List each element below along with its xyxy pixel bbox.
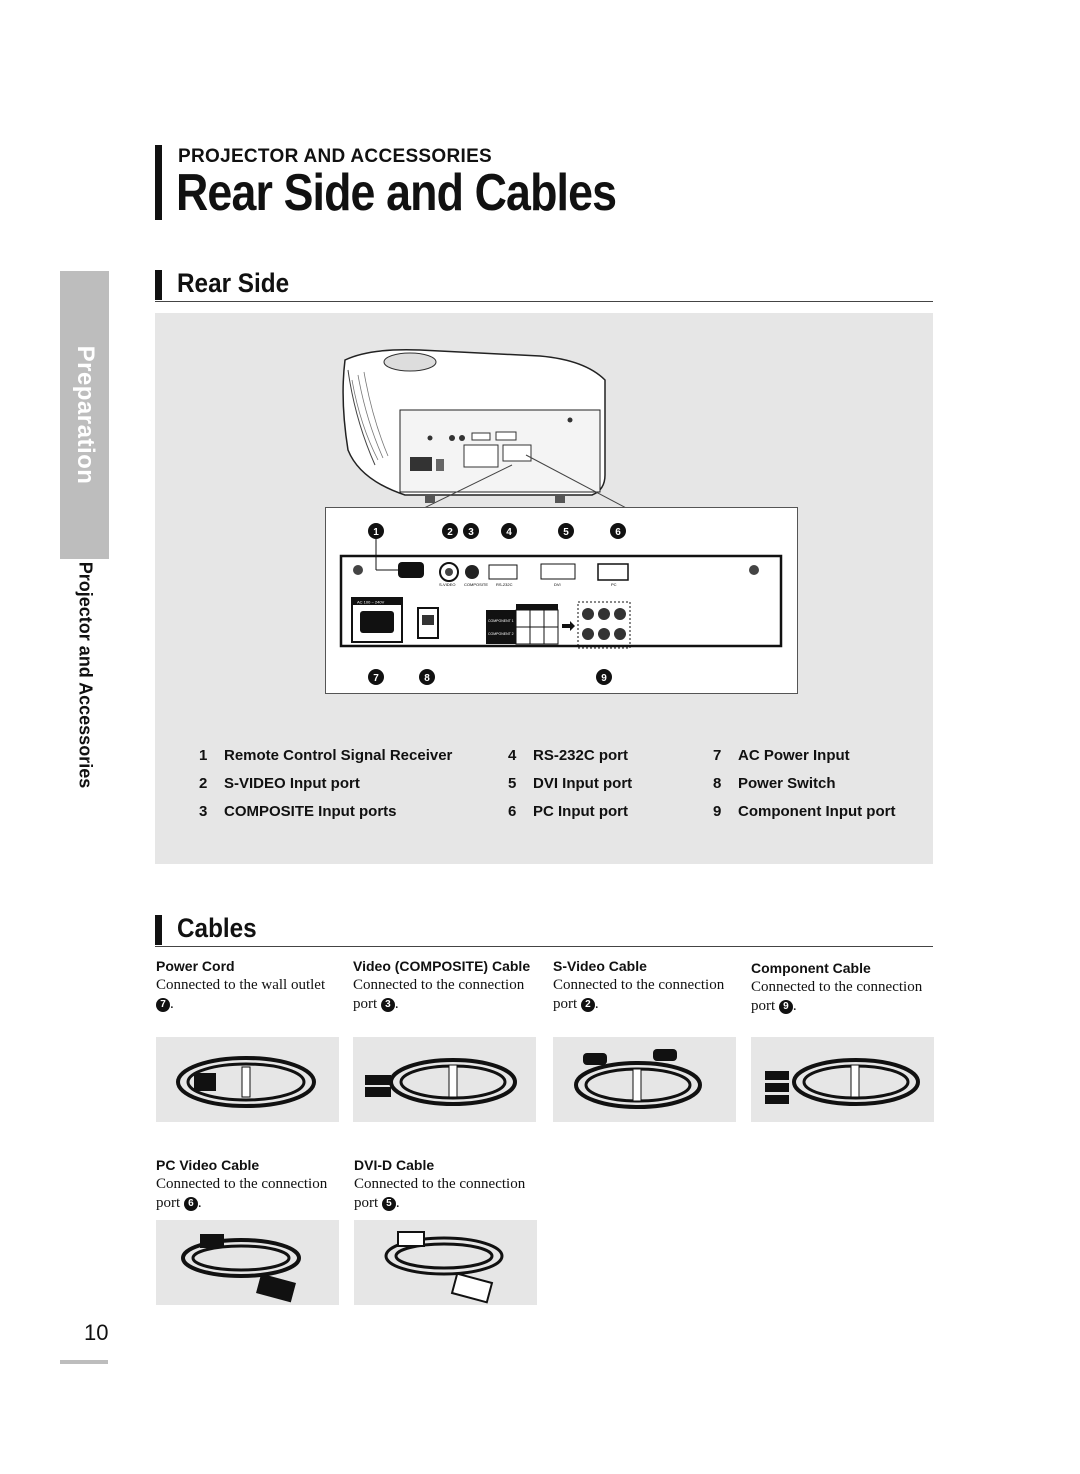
heading-rule bbox=[155, 301, 933, 302]
panel-label-composite: COMPOSITE bbox=[464, 582, 488, 587]
port-badge: 9 bbox=[778, 999, 793, 1014]
cable-desc: Connected to the wall outlet 7. bbox=[156, 977, 326, 1012]
legend-label: AC Power Input bbox=[738, 747, 850, 764]
rear-side-heading: Rear Side bbox=[177, 268, 290, 298]
cables-heading: Cables bbox=[177, 913, 257, 943]
legend-num: 3 bbox=[199, 803, 208, 820]
legend-num: 6 bbox=[508, 803, 517, 820]
callout-2: 2 bbox=[447, 527, 453, 538]
legend-num: 9 bbox=[713, 803, 722, 820]
cable-desc: Connected to the connection port 5. bbox=[354, 1176, 526, 1211]
port-badge: 7 bbox=[156, 997, 170, 1012]
legend-num: 2 bbox=[199, 775, 208, 792]
port-badge: 5 bbox=[381, 1196, 396, 1211]
heading-bar bbox=[155, 915, 162, 945]
panel-label-ac: AC 100 ~ 240V bbox=[357, 600, 385, 605]
cable-title: Component Cable bbox=[751, 960, 871, 976]
callout-8: 8 bbox=[424, 673, 430, 684]
legend-label: PC Input port bbox=[533, 803, 628, 820]
panel-label-dvi: DVI bbox=[554, 582, 561, 587]
callout-7: 7 bbox=[373, 673, 379, 684]
rear-panel-diagram: S-VIDEO COMPOSITE RS-232C DVI PC AC 100 … bbox=[339, 523, 783, 685]
side-tab bbox=[60, 271, 109, 559]
legend-num: 1 bbox=[199, 747, 208, 764]
cable-title: S-Video Cable bbox=[553, 958, 647, 974]
port-badge: 3 bbox=[380, 997, 395, 1012]
power-cord-image bbox=[156, 1037, 339, 1122]
panel-label-component-2: COMPONENT 2 bbox=[488, 632, 514, 636]
legend-num: 4 bbox=[508, 747, 517, 764]
cable-title: DVI-D Cable bbox=[354, 1157, 435, 1173]
cable-desc: Connected to the connection port 2. bbox=[553, 977, 725, 1012]
legend-label: Component Input port bbox=[738, 803, 896, 820]
power-cord-icon bbox=[176, 1056, 316, 1108]
legend-label: Remote Control Signal Receiver bbox=[224, 747, 453, 764]
port-badge: 6 bbox=[183, 1196, 198, 1211]
component-cable-image bbox=[751, 1037, 934, 1122]
port-badge: 2 bbox=[580, 997, 595, 1012]
cable-title: Power Cord bbox=[156, 958, 235, 974]
cable-title: Video (COMPOSITE) Cable bbox=[353, 958, 531, 974]
callout-3: 3 bbox=[468, 527, 474, 538]
pc-video-cable-icon bbox=[181, 1234, 301, 1303]
page-rule bbox=[60, 1360, 108, 1364]
legend-num: 5 bbox=[508, 775, 517, 792]
page-number: 10 bbox=[84, 1320, 109, 1345]
svideo-cable-image bbox=[553, 1037, 736, 1122]
side-sub-label: Projector and Accessories bbox=[75, 561, 95, 789]
page-title: Rear Side and Cables bbox=[176, 164, 617, 222]
callout-6: 6 bbox=[615, 527, 621, 538]
panel-label-svideo: S-VIDEO bbox=[439, 582, 455, 587]
legend-num: 8 bbox=[713, 775, 722, 792]
component-cable-icon bbox=[765, 1058, 920, 1106]
section-label: PROJECTOR AND ACCESSORIES bbox=[178, 146, 493, 167]
dvi-cable-image bbox=[354, 1220, 537, 1305]
legend-label: DVI Input port bbox=[533, 775, 633, 792]
cable-desc: Connected to the connection port 3. bbox=[353, 977, 525, 1012]
legend-num: 7 bbox=[713, 747, 722, 764]
legend-label: S-VIDEO Input port bbox=[224, 775, 360, 792]
legend-label: Power Switch bbox=[738, 775, 836, 792]
callout-4: 4 bbox=[506, 527, 512, 538]
composite-cable-image bbox=[353, 1037, 536, 1122]
cable-title: PC Video Cable bbox=[156, 1157, 260, 1173]
callout-5: 5 bbox=[563, 527, 569, 538]
legend-label: RS-232C port bbox=[533, 747, 629, 764]
side-tab-label: Preparation bbox=[71, 345, 99, 485]
composite-cable-icon bbox=[365, 1058, 517, 1106]
callout-9: 9 bbox=[601, 673, 607, 684]
cable-desc: Connected to the connection port 9. bbox=[751, 979, 923, 1014]
svideo-cable-icon bbox=[574, 1049, 702, 1109]
heading-rule bbox=[155, 946, 933, 947]
pc-video-cable-image bbox=[156, 1220, 339, 1305]
panel-label-component-1: COMPONENT 1 bbox=[488, 619, 514, 623]
projector-illustration bbox=[342, 348, 630, 510]
cable-desc: Connected to the connection port 6. bbox=[156, 1176, 328, 1211]
panel-label-pc: PC bbox=[611, 582, 617, 587]
heading-bar bbox=[155, 270, 162, 300]
dvi-cable-icon bbox=[384, 1231, 504, 1304]
legend-label: COMPOSITE Input ports bbox=[224, 803, 397, 820]
title-bar bbox=[155, 145, 162, 220]
panel-label-rs232c: RS-232C bbox=[496, 582, 513, 587]
callout-1: 1 bbox=[373, 527, 379, 538]
